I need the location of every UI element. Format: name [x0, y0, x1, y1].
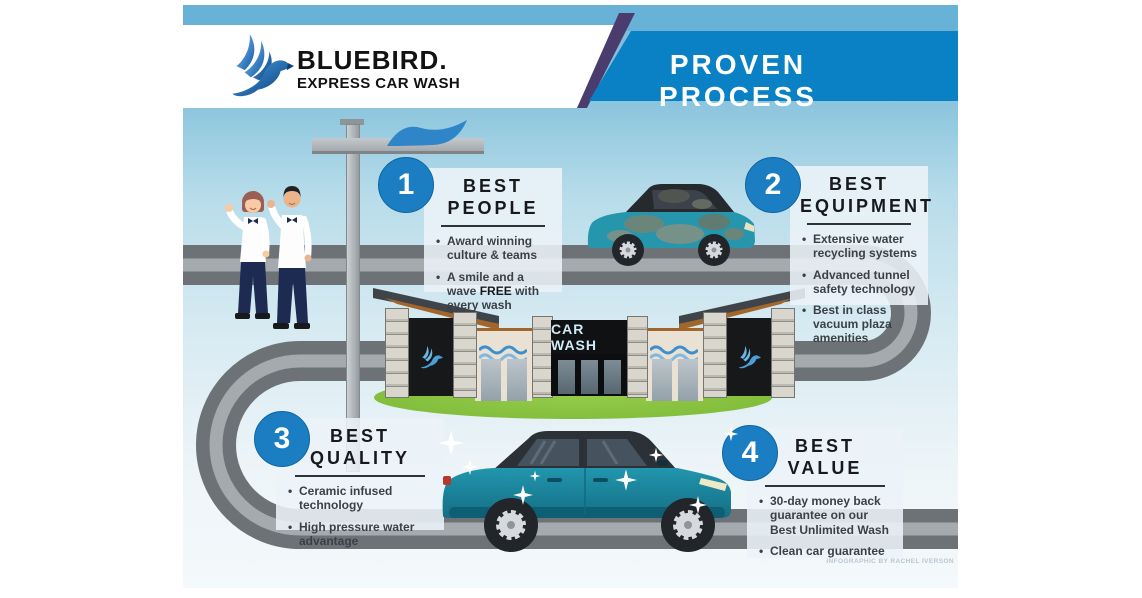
infographic-canvas: PROVEN PROCESS BLUEBIRD. EXPRESS CAR WAS…: [183, 5, 958, 588]
tunnel-door: [604, 360, 621, 394]
left-brand-panel: [407, 318, 453, 396]
step-panel-2: BEST EQUIPMENT Extensive water recycling…: [790, 166, 935, 345]
tunnel-door: [558, 360, 575, 394]
carwash-sign-text: CAR WASH: [551, 321, 597, 353]
step-1-bullet: A smile and a wave FREE with every wash: [434, 270, 552, 312]
clean-car-illustration: [438, 426, 739, 552]
right-wall: [646, 328, 703, 401]
stone-pillar: [771, 308, 795, 398]
step-3-bullet: Ceramic infused technology: [286, 484, 434, 512]
building-door: [507, 359, 527, 401]
stone-pillar: [703, 312, 727, 398]
step-2-bullet: Best in class vacuum plaza amenities: [800, 303, 918, 345]
building-door: [481, 359, 501, 401]
brand-tagline: EXPRESS CAR WASH: [297, 75, 461, 92]
bird-decal-icon: [738, 345, 761, 369]
carwash-sign: CAR WASH: [551, 320, 627, 354]
left-wall: [475, 328, 532, 401]
step-2-title: BEST EQUIPMENT: [800, 174, 935, 216]
step-1-bullet: Award winning culture & teams: [434, 234, 552, 262]
step-3-bullet: High pressure water advantage: [286, 520, 434, 548]
carwash-building: CAR WASH: [373, 288, 805, 401]
brand-name: BLUEBIRD.: [297, 45, 448, 75]
step-4-title: BEST VALUE: [787, 436, 863, 478]
step-1-title: BEST PEOPLE: [447, 176, 539, 218]
right-brand-panel: [725, 318, 771, 396]
building-door: [652, 359, 672, 401]
banner-title: PROVEN PROCESS: [659, 49, 817, 112]
credit-text: INFOGRAPHIC BY RACHEL IVERSON: [826, 558, 954, 565]
tunnel-door: [581, 360, 598, 394]
step-2-bullet: Advanced tunnel safety technology: [800, 268, 918, 296]
title-rule: [807, 223, 911, 226]
step-3-title: BEST QUALITY: [310, 426, 410, 468]
bird-decal-icon: [420, 345, 443, 369]
stone-pillar: [627, 316, 648, 398]
step-4-bullet: 30-day money back guarantee on our Best …: [757, 494, 893, 536]
title-rule: [294, 475, 426, 478]
step-1-badge: 1: [378, 157, 434, 213]
stone-pillar: [532, 316, 553, 398]
title-banner: [589, 31, 958, 101]
brand-wordmark: BLUEBIRD. EXPRESS CAR WASH: [297, 47, 460, 91]
step-2-badge: 2: [745, 157, 801, 213]
step-2-bullet: Extensive water recycling systems: [800, 232, 918, 260]
sign-pole-cap: [340, 119, 364, 125]
step-3-badge: 3: [254, 411, 310, 467]
step-panel-1: BEST PEOPLE Award winning culture & team…: [424, 168, 562, 312]
wave-flag-icon: [387, 120, 467, 146]
step-4-bullet: Clean car guarantee: [757, 544, 893, 558]
bluebird-dove-logo-icon: [232, 34, 294, 97]
stone-pillar: [385, 308, 409, 398]
dirty-car-illustration: [587, 184, 755, 266]
stone-pillar: [453, 312, 477, 398]
title-rule: [441, 225, 545, 228]
greeters-illustration: [225, 186, 312, 329]
title-rule: [765, 485, 885, 488]
building-door: [678, 359, 698, 401]
tunnel-entrance: [551, 354, 627, 396]
